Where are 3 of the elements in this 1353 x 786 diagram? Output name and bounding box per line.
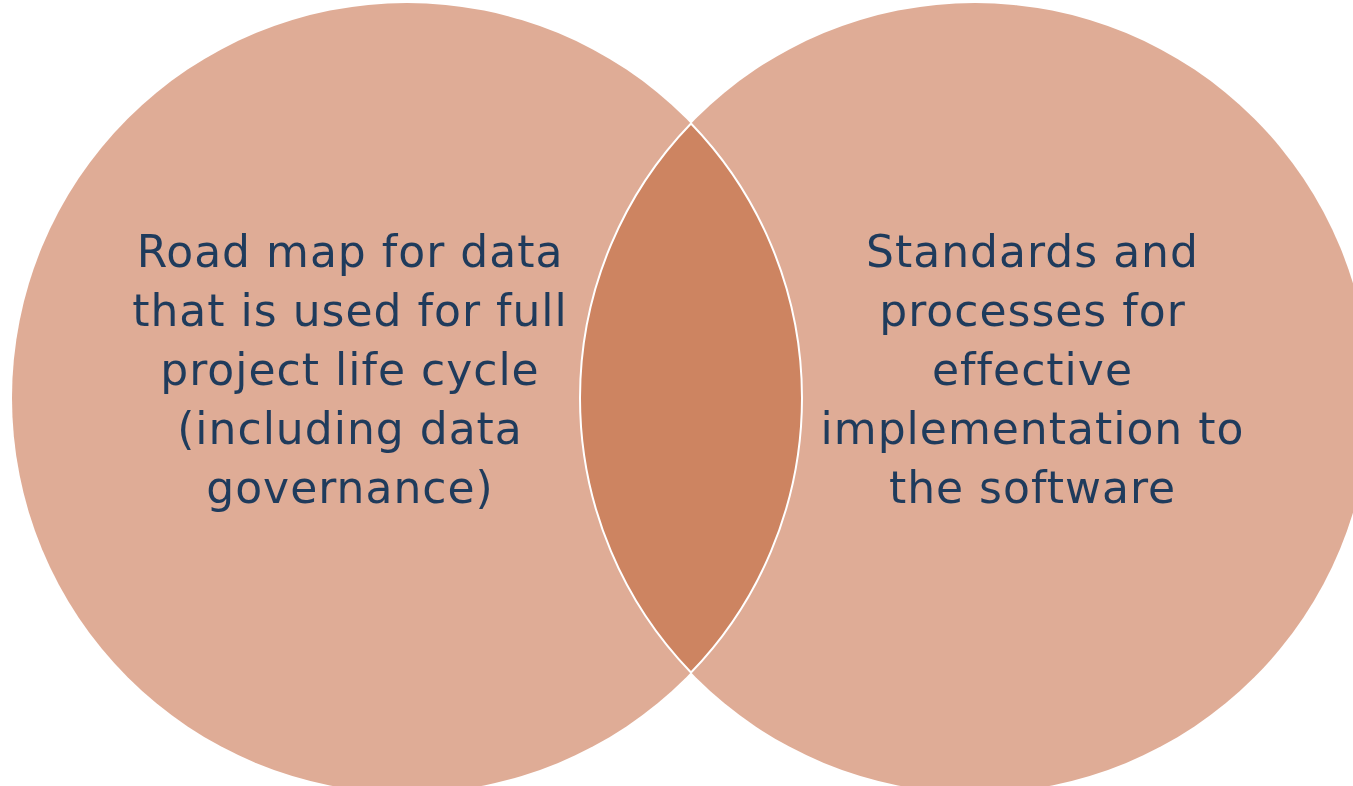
circle-label: Road map for data that is used for full project life cycle (including data governance) — [131, 225, 569, 515]
circle-label: Standards and processes for effective implementation to the software — [819, 225, 1246, 515]
overlap-region — [579, 122, 803, 674]
